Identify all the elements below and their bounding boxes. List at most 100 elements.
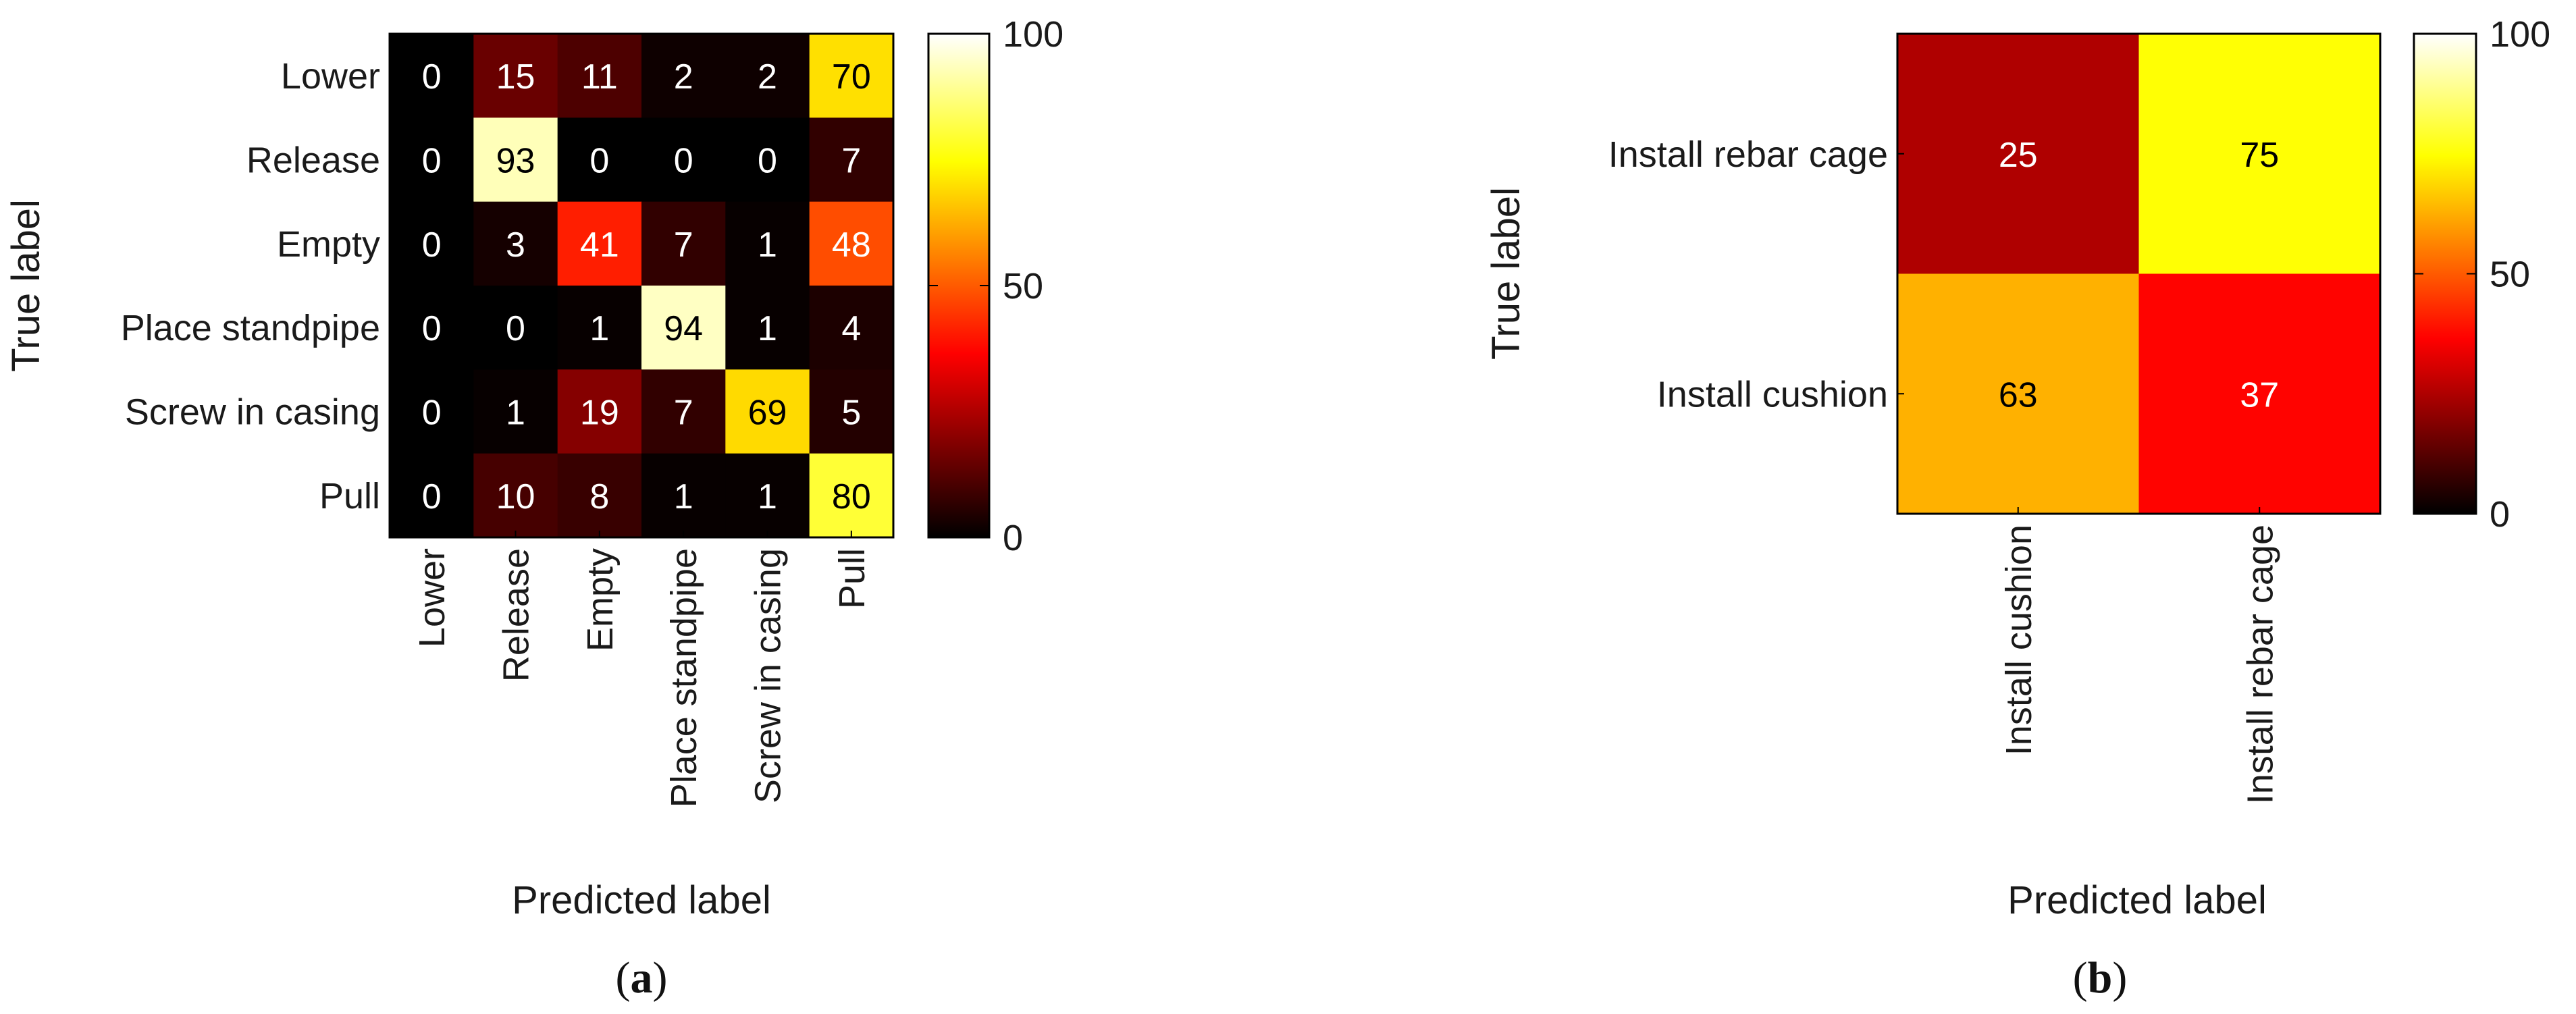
- matrix-cell: [2138, 273, 2381, 514]
- row-tick-label: Install cushion: [1657, 374, 1888, 415]
- matrix-cell: [641, 369, 726, 454]
- matrix-cell: [725, 117, 810, 203]
- matrix-cell: [1897, 273, 2140, 514]
- matrix-cell: [809, 201, 894, 286]
- matrix-cell: [473, 369, 558, 454]
- matrix-cell: [557, 34, 642, 118]
- cell-value-label: 1: [758, 477, 777, 516]
- col-tick-label: Empty: [580, 548, 621, 651]
- matrix-cell: [473, 453, 558, 538]
- matrix-cell: [641, 286, 726, 370]
- matrix-cell: [809, 34, 894, 118]
- colorbar-b: 0 50 100: [2413, 14, 2550, 535]
- colorbar-tick-label: 0: [2490, 494, 2510, 535]
- cell-value-label: 0: [422, 394, 442, 433]
- cell-value-label: 48: [832, 225, 871, 265]
- cell-value-label: 19: [580, 394, 619, 433]
- cell-value-label: 63: [1999, 375, 2038, 415]
- cell-value-label: 0: [674, 142, 693, 181]
- cell-value-label: 5: [841, 394, 861, 433]
- cell-value-label: 3: [506, 225, 525, 265]
- matrix-b-frame: [1896, 32, 2382, 515]
- cell-value-label: 1: [506, 394, 525, 433]
- cell-value-label: 15: [496, 57, 535, 97]
- matrix-cell: [809, 369, 894, 454]
- cell-value-label: 41: [580, 225, 619, 265]
- matrix-cell: [390, 369, 474, 454]
- col-tick-label: Place standpipe: [664, 548, 704, 807]
- cell-value-label: 4: [841, 309, 861, 348]
- cell-value-label: 7: [674, 394, 693, 433]
- cell-value-label: 0: [506, 309, 525, 348]
- cell-value-label: 2: [674, 57, 693, 97]
- cell-value-label: 0: [422, 225, 442, 265]
- colorbar-a-bar: [927, 32, 991, 539]
- cell-value-label: 0: [758, 142, 777, 181]
- cell-value-label: 1: [758, 225, 777, 265]
- matrix-cell: [473, 201, 558, 286]
- matrix-cell: [725, 286, 810, 370]
- cell-value-label: 70: [832, 57, 871, 97]
- cell-value-label: 93: [496, 142, 535, 181]
- row-tick-label: Empty: [277, 224, 380, 265]
- colorbar-b-ticks: 0 50 100: [2414, 14, 2550, 535]
- matrix-cell: [725, 201, 810, 286]
- caption-b: (b): [2073, 953, 2128, 1003]
- cell-value-label: 1: [589, 309, 609, 348]
- matrix-cell: [557, 117, 642, 203]
- matrix-cell: [390, 34, 474, 118]
- row-tick-label: Place standpipe: [121, 308, 380, 348]
- cell-value-label: 69: [748, 394, 787, 433]
- caption-a-letter: a: [631, 953, 653, 1003]
- cell-value-label: 7: [841, 142, 861, 181]
- matrix-cell: [2138, 34, 2381, 275]
- col-tick-label: Pull: [832, 548, 872, 609]
- colorbar-tick-label: 0: [1003, 518, 1023, 558]
- matrix-cell: [725, 369, 810, 454]
- cell-value-label: 37: [2240, 375, 2279, 415]
- cell-value-label: 10: [496, 477, 535, 516]
- colorbar-tick-label: 50: [1003, 266, 1043, 306]
- matrix-a-frame: [388, 32, 895, 539]
- cell-value-label: 2: [758, 57, 777, 97]
- col-tick-label: Install rebar cage: [2240, 525, 2280, 804]
- matrix-cell: [473, 34, 558, 118]
- matrix-a-ylabel: True label: [4, 199, 48, 372]
- row-tick-label: Install rebar cage: [1608, 134, 1888, 175]
- col-tick-label: Lower: [412, 548, 452, 647]
- col-tick-label: Screw in casing: [748, 548, 789, 803]
- cell-value-label: 80: [832, 477, 871, 516]
- cell-value-label: 75: [2240, 136, 2279, 175]
- matrix-cell: [473, 286, 558, 370]
- matrix-cell: [809, 286, 894, 370]
- matrix-cell: [809, 453, 894, 538]
- colorbar-tick-label: 100: [2490, 14, 2550, 55]
- matrix-a-xlabel: Predicted label: [512, 878, 771, 922]
- matrix-cell: [557, 369, 642, 454]
- matrix-b-xlabel: Predicted label: [2007, 878, 2267, 922]
- matrix-cell: [557, 453, 642, 538]
- matrix-cell: [557, 201, 642, 286]
- cell-value-label: 0: [422, 477, 442, 516]
- cell-value-label: 7: [674, 225, 693, 265]
- cell-value-label: 8: [589, 477, 609, 516]
- matrix-cell: [641, 34, 726, 118]
- matrix-cell: [725, 453, 810, 538]
- matrix-cell: [725, 34, 810, 118]
- matrix-cell: [641, 117, 726, 203]
- caption-b-letter: b: [2088, 953, 2113, 1003]
- matrix-cell: [557, 286, 642, 370]
- cell-value-label: 94: [664, 309, 703, 348]
- matrix-cell: [390, 286, 474, 370]
- cell-value-label: 25: [1999, 136, 2038, 175]
- colorbar-tick-label: 50: [2490, 255, 2530, 295]
- matrix-cell: [390, 453, 474, 538]
